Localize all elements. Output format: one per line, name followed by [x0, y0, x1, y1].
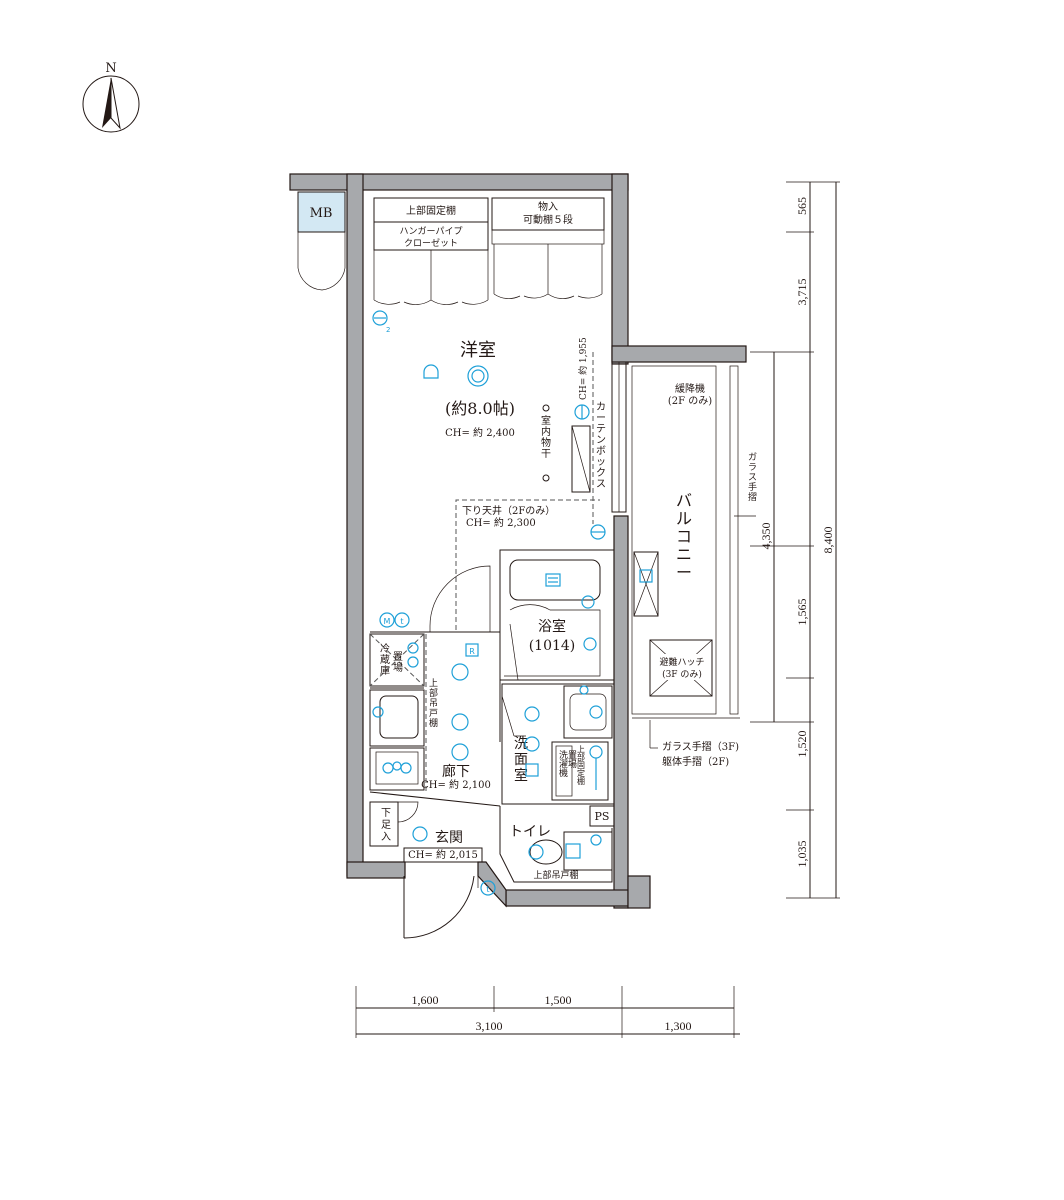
lowered-ch-label: CH= 約 2,300 — [466, 516, 536, 529]
outlet-icon — [423, 364, 439, 379]
bath-size-label: (1014) — [529, 638, 576, 654]
western-room: 洋室 2 (約8.0帖) CH= 約 2,400 室内物干 CH= 約 1,95… — [372, 310, 606, 630]
washroom: 洗面室 洗濯機 置場 上部固定棚 — [501, 683, 615, 805]
svg-text:2: 2 — [386, 326, 390, 334]
entrance-label: 玄関 — [435, 829, 463, 846]
closet: 上部固定棚 ハンガーパイプ クローゼット — [373, 197, 489, 305]
aircon-socket-icon — [574, 404, 590, 420]
toilet-label: トイレ — [509, 824, 551, 840]
bath-light-icon — [581, 595, 597, 651]
storage: 物入 可動棚５段 — [491, 197, 605, 299]
shoes-label: 下足入 — [381, 808, 391, 843]
closet-label-1: ハンガーパイプ — [400, 226, 463, 237]
hallway-ch-label: CH= 約 2,100 — [421, 778, 491, 791]
right-dimensions: 565 3,715 4,350 1,565 1,520 1,035 8,400 — [750, 181, 840, 899]
entrance: 下足入 玄関 CH= 約 2,015 t — [369, 801, 496, 939]
toilet-cab-label: 上部吊戸棚 — [533, 869, 578, 881]
dim-1600: 1,600 — [412, 993, 439, 1007]
toilet: トイレ 上部吊戸棚 — [499, 806, 613, 883]
rail-note-2: 躯体手摺（2F) — [662, 755, 729, 768]
doorbell-icon: t — [480, 880, 496, 896]
drying-label: 室内物干 — [541, 414, 551, 460]
svg-text:t: t — [486, 885, 489, 894]
storage-bottom-label: 可動棚５段 — [523, 213, 573, 226]
dim-1520: 1,520 — [795, 731, 809, 758]
entrance-ch-label: CH= 約 2,015 — [408, 848, 478, 861]
fridge-socket-icon — [407, 642, 419, 668]
glass-rail-label: ガラス手摺 — [748, 452, 757, 503]
washroom-label: 洗面室 — [514, 736, 528, 784]
svg-text:置場: 置場 — [393, 651, 403, 674]
curtain-ch-label: CH= 約 1,955 — [577, 337, 589, 400]
kitchen: 冷蔵庫 置場 上部吊戸棚 M t — [369, 565, 500, 792]
dim-565: 565 — [795, 197, 809, 215]
mb-label: MB — [310, 206, 333, 221]
dim-1500: 1,500 — [545, 993, 572, 1007]
evac-label: 緩降機 — [675, 382, 705, 395]
socket-icon — [590, 524, 606, 540]
upper-cab-label: 上部吊戸棚 — [429, 678, 438, 729]
hallway: R 廊下 CH= 約 2,100 — [369, 643, 501, 807]
ps-label: PS — [595, 810, 610, 823]
curtain-box-label: カーテンボックス — [596, 401, 606, 490]
svg-text:t: t — [400, 617, 403, 626]
north-compass: N — [82, 61, 140, 133]
balcony-window — [611, 361, 627, 513]
wall-socket-icon: 2 — [372, 310, 390, 334]
svg-text:M: M — [384, 617, 391, 626]
svg-text:R: R — [469, 647, 475, 656]
dim-3715: 3,715 — [795, 279, 809, 306]
mb-space: MB — [297, 191, 346, 291]
hallway-label: 廊下 — [442, 763, 470, 780]
dim-3100: 3,100 — [476, 1019, 503, 1033]
hatch-label: 避難ハッチ — [659, 656, 704, 668]
dim-4350: 4,350 — [759, 523, 773, 550]
dim-1565: 1,565 — [795, 599, 809, 626]
fridge-label: 冷蔵庫 — [380, 642, 390, 677]
ps-shaft: PS — [589, 805, 615, 827]
bathroom: 浴室 (1014) — [499, 549, 615, 681]
dim-8400: 8,400 — [821, 527, 835, 554]
rail-note-1: ガラス手摺（3F) — [662, 740, 739, 753]
entrance-light-icon — [412, 826, 428, 842]
closet-top-label: 上部固定棚 — [406, 204, 456, 217]
washroom-fixtures-icon — [524, 706, 540, 777]
bath-vent-icon — [545, 573, 561, 587]
svg-text:置場: 置場 — [568, 750, 577, 770]
toilet-fixtures-icon — [528, 834, 602, 860]
balcony-label: バルコニー — [676, 491, 692, 582]
evac-sub-label: (2F のみ) — [668, 396, 712, 407]
hall-light-icons: R — [451, 643, 479, 761]
sink-socket-icon — [372, 706, 384, 718]
western-size-label: (約8.0帖) — [445, 399, 515, 418]
dim-1300: 1,300 — [665, 1019, 692, 1033]
lowered-ceiling-label: 下り天井（2Fのみ） — [462, 504, 555, 517]
hatch-sub-label: (3F のみ) — [662, 669, 702, 680]
monitor-icon: M t — [379, 612, 410, 628]
washer-label: 洗濯機 — [559, 749, 568, 779]
compass-label: N — [105, 61, 116, 76]
storage-top-label: 物入 — [538, 200, 558, 213]
western-room-label: 洋室 — [460, 340, 496, 361]
dim-1035: 1,035 — [795, 841, 809, 868]
bath-label: 浴室 — [538, 618, 566, 635]
closet-label-2: クローゼット — [404, 237, 458, 249]
ceiling-light-icon — [467, 365, 489, 387]
balcony: 緩降機 (2F のみ) バルコニー ガラス手摺 避難ハッチ (3F のみ) ガラ… — [631, 365, 757, 768]
walls — [289, 173, 747, 909]
bottom-dimensions: 1,600 1,500 3,100 1,300 — [355, 986, 740, 1038]
western-ch-label: CH= 約 2,400 — [445, 426, 515, 439]
upper-fixed-label: 上部固定棚 — [577, 745, 585, 786]
